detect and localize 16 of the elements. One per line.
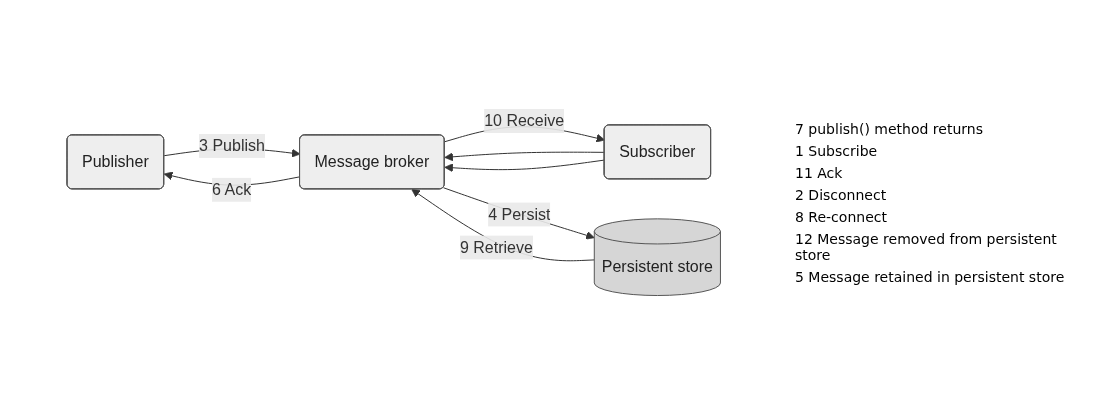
edge-label: 9 Retrieve (459, 238, 533, 256)
step-note: 5 Message retained in persistent store (795, 268, 1066, 285)
step-note: 2 Disconnect (795, 186, 888, 203)
step-note: 1 Subscribe (795, 142, 879, 159)
step-note: 11 Ack (795, 164, 844, 181)
arrow (411, 189, 595, 262)
edge-label: 6 Ack (211, 181, 251, 199)
edge-label: 10 Receive (483, 112, 564, 130)
step-note: 12 Message removed from persistent store (795, 230, 1058, 263)
step-note: 8 Re-connect (795, 208, 888, 225)
edge-label: 3 Publish (198, 137, 265, 155)
arrow (444, 159, 605, 173)
edge-label: 4 Persist (487, 205, 551, 223)
arrow (444, 151, 605, 162)
step-note: 7 publish() method returns (795, 120, 984, 137)
arrow (442, 187, 595, 240)
